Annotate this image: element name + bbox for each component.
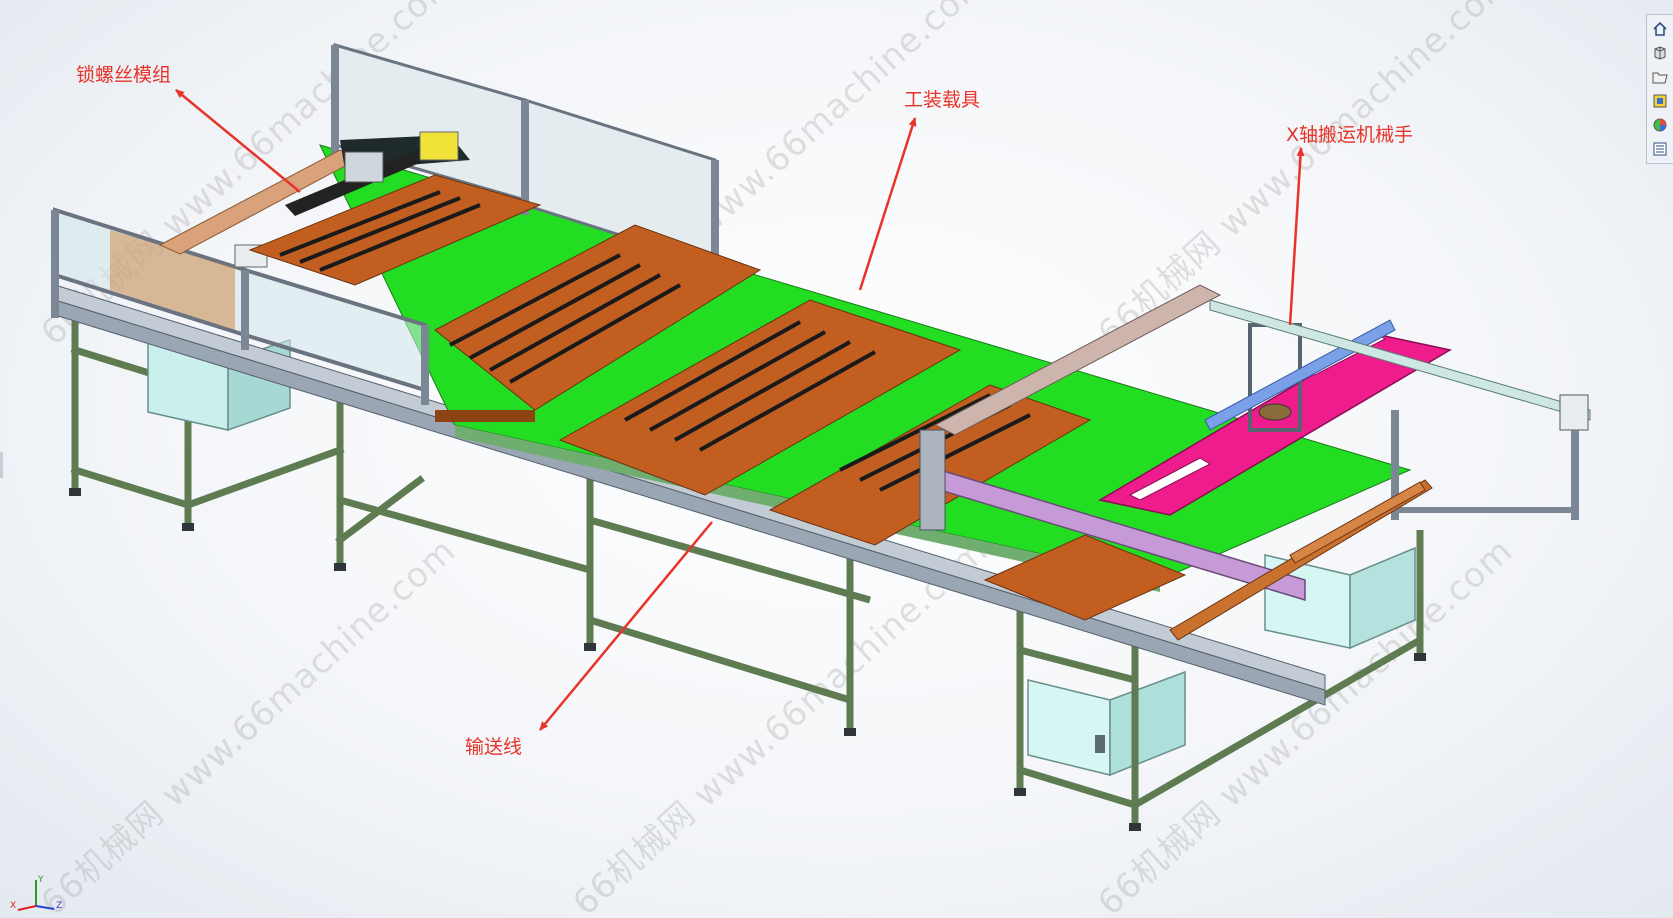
x-axis-manipulator[interactable]: [919, 284, 1591, 602]
callout-arrows: [175, 89, 1305, 731]
arrow-screw-module: [175, 89, 301, 193]
triad-z-label: Z: [56, 901, 62, 911]
open-folder-icon[interactable]: [1649, 66, 1671, 88]
leveling-feet: [69, 488, 1426, 831]
arrow-x-axis-manipulator: [1288, 147, 1305, 326]
triad-y-label: Y: [37, 875, 44, 885]
triad-x-label: X: [10, 901, 16, 911]
middle-frame: [339, 475, 871, 730]
right-electric-box: [1027, 546, 1416, 777]
callout-conveyor: 输送线: [465, 736, 523, 758]
collapsed-panel-tab[interactable]: [0, 452, 3, 478]
display-style-icon[interactable]: [1649, 90, 1671, 112]
fixture-plate-2: [434, 224, 762, 422]
arrow-conveyor: [539, 521, 713, 731]
fixture-plate-1: [248, 174, 542, 286]
coordinate-triad: Y X Z: [10, 875, 62, 911]
callout-screw-module: 锁螺丝模组: [76, 64, 172, 86]
property-manager-icon[interactable]: [1649, 138, 1671, 160]
callout-x-axis-manipulator: X轴搬运机械手: [1286, 124, 1414, 146]
screw-locking-module[interactable]: [158, 131, 470, 268]
arrow-fixture: [858, 117, 917, 291]
back-glass-guard: [331, 43, 719, 275]
fixture-plate-5: [983, 534, 1187, 621]
conveyor-roller: [1169, 479, 1433, 641]
part-view-icon[interactable]: [1649, 42, 1671, 64]
right-frame: [1016, 530, 1424, 825]
fixture-plate-3: [558, 299, 962, 496]
appearance-icon[interactable]: [1649, 114, 1671, 136]
heads-up-view-toolbar: [1646, 14, 1673, 164]
callout-fixture: 工装载具: [904, 89, 981, 111]
home-view-icon[interactable]: [1649, 18, 1671, 40]
